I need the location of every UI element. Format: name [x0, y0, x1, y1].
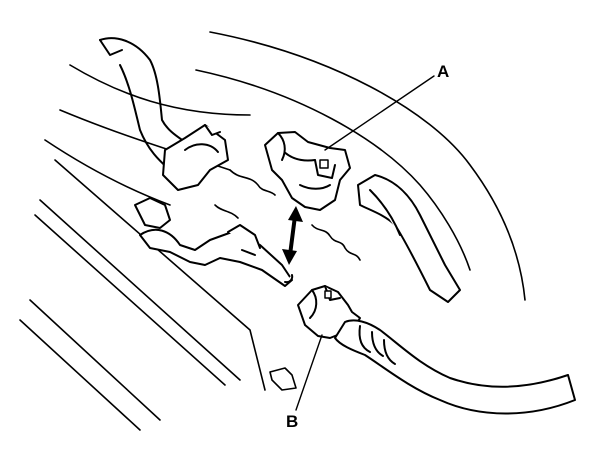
disconnect-arrow	[282, 206, 303, 265]
callout-label-a: A	[437, 62, 450, 81]
fuel-hose	[334, 319, 576, 415]
connector-clip-a	[264, 131, 351, 211]
frame-tab	[269, 367, 297, 391]
fuel-pipe	[134, 197, 294, 287]
callout-label-b: B	[286, 412, 299, 431]
left-hose-clamp	[162, 124, 229, 191]
callout-leaders	[295, 75, 435, 411]
right-support-bracket	[357, 174, 461, 303]
body-contour-lines	[19, 31, 526, 431]
leader-b	[295, 334, 323, 411]
break-lines	[214, 169, 361, 261]
leader-a	[324, 75, 435, 151]
